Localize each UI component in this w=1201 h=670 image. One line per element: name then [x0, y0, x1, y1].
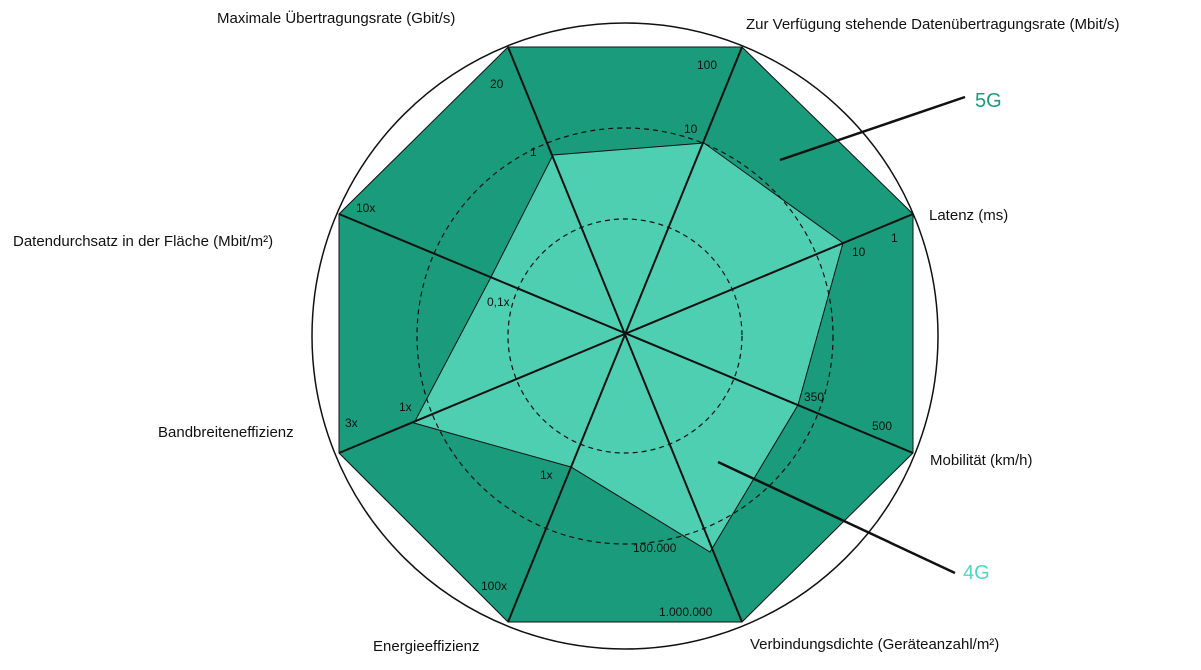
- outer-circle: [311, 22, 939, 650]
- axis-lines: [338, 46, 914, 623]
- legend-pointer-5g: [779, 95, 966, 162]
- axis-title-energieeffizienz: Energieeffizienz: [373, 638, 480, 655]
- tick-inner-mobilitaet: 350: [804, 390, 825, 404]
- tick-inner-datendurchsatz: 0,1x: [487, 295, 510, 309]
- tick-outer-bandbreiteneffizienz: 3x: [345, 416, 358, 430]
- tick-outer-latenz: 1: [891, 231, 898, 245]
- axis-title-latenz: Latenz (ms): [929, 207, 1009, 224]
- tick-outer-datenrate: 100: [697, 58, 718, 72]
- legend-label-4g: 4G: [963, 562, 990, 584]
- legend-pointer-4g: [717, 460, 956, 575]
- axis-title-datendurchsatz: Datendurchsatz in der Fläche (Mbit/m²): [13, 233, 274, 250]
- tick-inner-energieeffizienz: 1x: [540, 468, 553, 482]
- legend-label-5g: 5G: [975, 90, 1002, 112]
- tick-outer-mobilitaet: 500: [872, 419, 893, 433]
- tick-outer-verbindungsdichte: 1.000.000: [659, 605, 713, 619]
- tick-inner-bandbreiteneffizienz: 1x: [399, 400, 412, 414]
- tick-inner-verbindungsdichte: 100.000: [633, 541, 677, 555]
- axis-line-dichte-uebertragung: [507, 46, 743, 623]
- tick-inner-max-uebertragungsrate: 1: [530, 145, 537, 159]
- tick-outer-energieeffizienz: 100x: [481, 579, 508, 593]
- axis-title-bandbreiteneffizienz: Bandbreiteneffizienz: [158, 424, 294, 441]
- reference-circle-outer: [416, 127, 834, 545]
- axis-title-verbindungsdichte: Verbindungsdichte (Geräteanzahl/m²): [750, 636, 1000, 653]
- axis-title-max-uebertragungsrate: Maximale Übertragungsrate (Gbit/s): [217, 10, 456, 27]
- axis-title-datenrate: Zur Verfügung stehende Datenübertragungs…: [746, 16, 1120, 33]
- reference-circle-inner: [507, 218, 743, 454]
- tick-outer-max-uebertragungsrate: 20: [490, 77, 504, 91]
- tick-outer-datendurchsatz: 10x: [356, 201, 376, 215]
- axis-line-mobilitaet-flaeche: [338, 213, 914, 454]
- tick-inner-datenrate: 10: [684, 122, 698, 136]
- axis-title-mobilitaet: Mobilität (km/h): [930, 452, 1033, 469]
- tick-inner-latenz: 10: [852, 245, 866, 259]
